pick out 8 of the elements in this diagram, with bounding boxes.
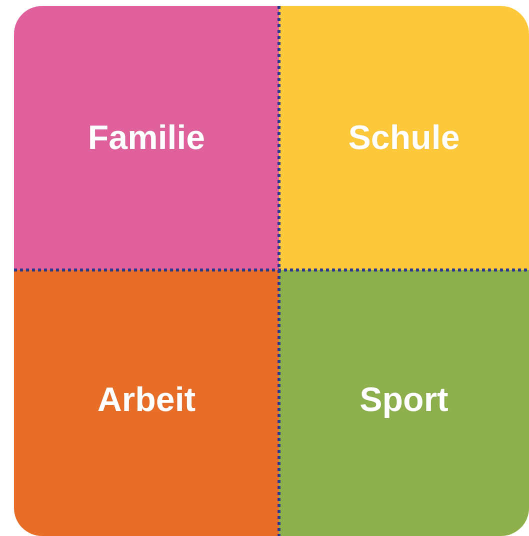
quadrant-box [279,6,529,270]
quadrant-label: Arbeit [97,380,196,420]
quadrant-box [14,270,279,536]
quadrant-box [279,270,529,536]
quadrant-label: Familie [88,118,206,158]
quadrant-label: Schule [348,118,460,158]
quadrant-label: Sport [360,380,448,420]
quadrant-box [14,6,279,270]
